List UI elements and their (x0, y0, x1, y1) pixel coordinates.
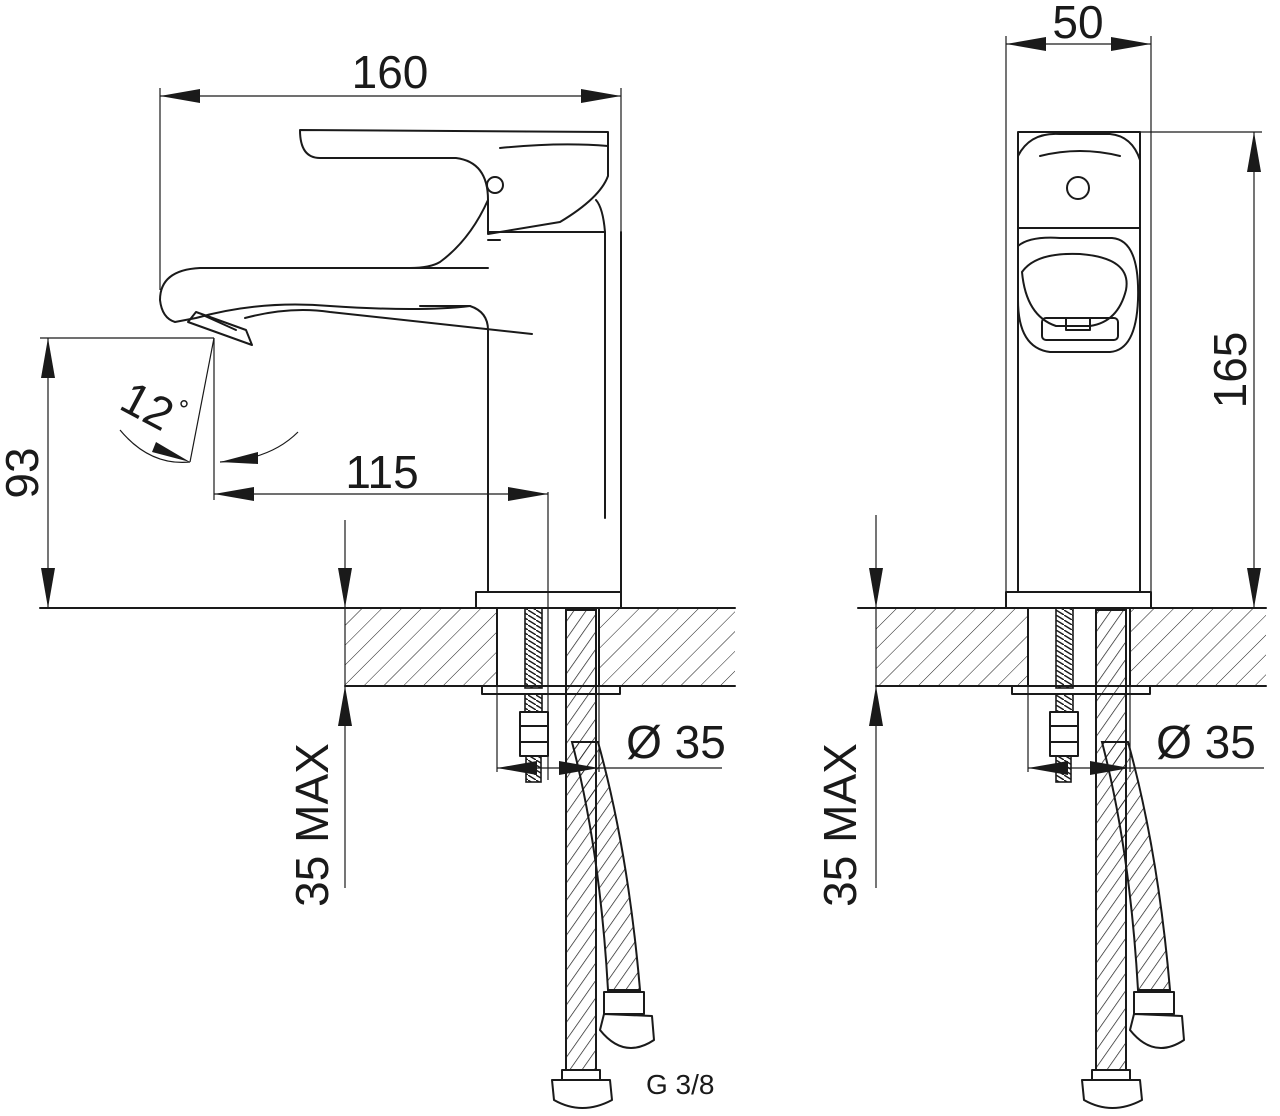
mounting-hardware-left (481, 607, 655, 1109)
dimension-93-label: 93 (0, 447, 48, 498)
dimension-93: 93 (0, 337, 214, 608)
dimension-115-label: 115 (345, 446, 418, 498)
dimension-165: 165 (1140, 131, 1262, 608)
dimension-165-label: 165 (1204, 332, 1256, 409)
side-view: 50 165 35 MAX Ø 35 (814, 0, 1267, 1109)
dimension-50-label: 50 (1052, 0, 1103, 48)
dimension-35max-right: 35 MAX (814, 515, 883, 907)
faucet-body-front (159, 129, 622, 609)
mounting-hardware-right (1011, 607, 1185, 1109)
spout-angle-label: 12 (113, 371, 183, 441)
spout-angle: 12 ° (113, 337, 299, 500)
dimension-35max-left: 35 MAX (286, 520, 352, 907)
degree-symbol: ° (178, 396, 190, 424)
dimension-115: 115 (214, 446, 549, 780)
thread-size-label: G 3/8 (646, 1069, 714, 1100)
front-view: 160 93 12 ° 115 (0, 46, 736, 1109)
dimension-35max-left-label: 35 MAX (286, 743, 338, 907)
diameter-35-right-label: Ø 35 (1156, 716, 1256, 768)
dimension-160-label: 160 (352, 46, 429, 98)
dimension-160: 160 (159, 46, 622, 290)
dimension-35max-right-label: 35 MAX (814, 743, 866, 907)
diameter-35-left: Ø 35 (496, 686, 726, 775)
diameter-35-left-label: Ø 35 (626, 716, 726, 768)
dimension-50: 50 (1005, 0, 1152, 592)
faucet-body-side (1005, 131, 1152, 609)
countertop-section-left (39, 607, 736, 687)
diameter-35-right: Ø 35 (1027, 686, 1264, 775)
